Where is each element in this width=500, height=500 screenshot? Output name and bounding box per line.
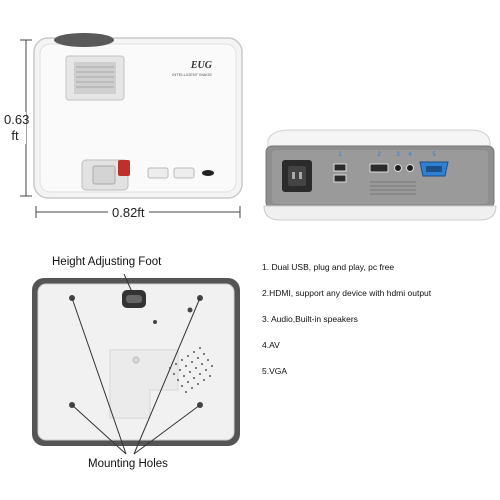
height-label: 0.63 ft <box>4 112 30 144</box>
source-button <box>173 167 195 179</box>
holes-callout-lines <box>71 297 201 455</box>
feature-vga: 5.VGA <box>262 366 288 376</box>
brand-subtitle: INTELLIGENT IMAGE <box>172 72 212 77</box>
port-number-4: 4 <box>408 152 412 158</box>
speaker-grill-icon <box>169 347 213 393</box>
feature-audio: 3. Audio,Built-in speakers <box>262 314 358 324</box>
power-button-icon <box>118 160 130 176</box>
height-dimension <box>20 39 32 197</box>
feature-usb: 1. Dual USB, plug and play, pc free <box>262 262 395 272</box>
audio-port-icon <box>394 164 402 172</box>
focus-grill <box>76 66 114 88</box>
hdmi-port-icon <box>369 163 389 173</box>
foot-callout-line <box>123 273 133 293</box>
projector-top-view: EUG INTELLIGENT IMAGE <box>20 33 243 218</box>
port-number-5: 5 <box>432 152 436 158</box>
rear-vent <box>370 181 416 195</box>
feature-av: 4.AV <box>262 340 280 350</box>
port-number-1: 1 <box>338 152 342 158</box>
lens-ring <box>54 33 114 47</box>
av-port-icon <box>406 164 414 172</box>
width-label: 0.82ft <box>108 205 149 220</box>
brand-logo: EUG <box>190 60 213 71</box>
projector-bottom-view <box>32 273 240 455</box>
control-pad-center <box>92 165 116 185</box>
port-number-2: 2 <box>377 152 381 158</box>
holes-label: Mounting Holes <box>88 458 168 470</box>
menu-button <box>147 167 169 179</box>
feature-list: 1. Dual USB, plug and play, pc free 2.HD… <box>262 262 492 392</box>
port-number-3: 3 <box>396 152 400 158</box>
usb-port-icon <box>333 174 347 183</box>
projector-rear-view: 1 2 3 4 5 <box>263 129 497 221</box>
foot-label: Height Adjusting Foot <box>52 256 162 268</box>
feature-hdmi: 2.HDMI, support any device with hdmi out… <box>262 288 432 298</box>
usb-port-icon <box>333 163 347 172</box>
ir-sensor-icon <box>202 170 214 176</box>
